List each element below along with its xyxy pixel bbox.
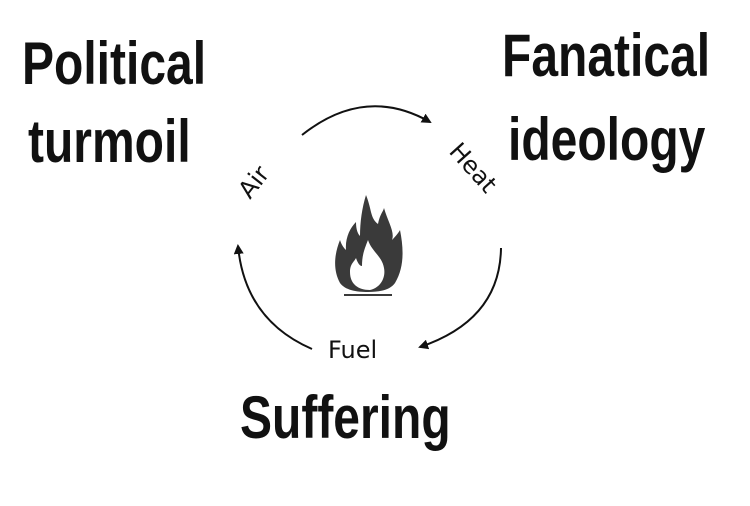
- label-suffering: Suffering: [240, 384, 451, 451]
- label-political: Political: [22, 30, 207, 97]
- label-fanatical: Fanatical: [502, 22, 711, 89]
- label-turmoil: turmoil: [28, 108, 191, 175]
- arrow-air-to-heat: [301, 105, 432, 136]
- label-air: Air: [233, 160, 275, 203]
- label-ideology: ideology: [508, 106, 706, 173]
- arrow-fuel-to-air: [233, 244, 313, 350]
- label-heat: Heat: [444, 137, 503, 198]
- fire-icon: [335, 195, 403, 296]
- label-fuel: Fuel: [328, 336, 377, 364]
- arrow-heat-to-fuel: [418, 247, 502, 350]
